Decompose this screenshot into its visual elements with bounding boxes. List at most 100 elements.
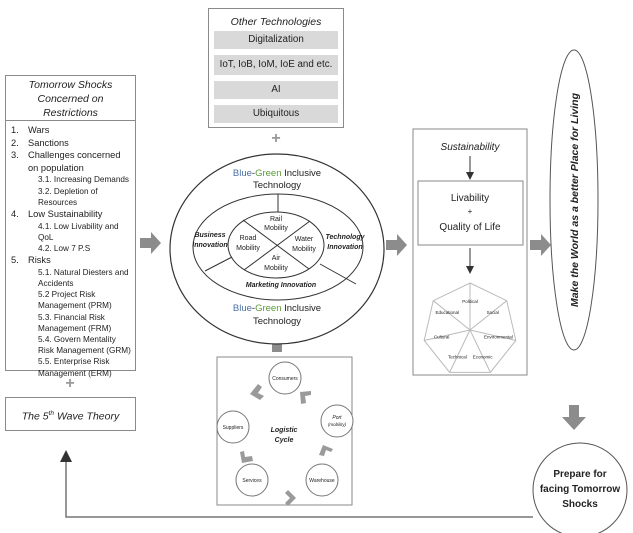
fifth-wave-text: The 5	[21, 410, 49, 423]
prepare-label-3: Shocks	[562, 499, 598, 510]
quality-of-life-label: Quality of Life	[439, 222, 501, 233]
shock-subitem: 5.4. Govern Mentality Risk Management (G…	[38, 335, 131, 356]
rail-mobility-label: Rail	[270, 216, 283, 223]
node-warehouse	[305, 463, 339, 497]
outer-ellipse	[169, 153, 385, 345]
consumers-label: Consumers	[272, 376, 298, 382]
dimension-label: Environmental	[484, 334, 513, 339]
dimension-label: Political	[462, 299, 478, 304]
dimension-label: Technical	[448, 354, 467, 359]
shock-subitem: 3.2. Depletion of Resources	[38, 186, 98, 207]
dimension-label: Educational	[435, 310, 459, 315]
node-suppliers	[216, 410, 250, 444]
item-number: 2.	[11, 137, 19, 148]
logistic-cycle: Consumers Port (mobility) Warehouse Serv…	[216, 356, 354, 506]
node-consumers	[268, 361, 302, 395]
port-label: Port	[332, 415, 342, 421]
right-arrow-icon	[140, 232, 161, 254]
shock-subitem: 5.2 Project Risk Management (PRM)	[38, 290, 112, 311]
technology-innovation-label-2: Innovation	[327, 244, 362, 251]
sustainability-panel: Sustainability Livability + Quality of L…	[412, 128, 528, 376]
goal-ellipse	[549, 49, 599, 351]
prepare-circle	[532, 442, 628, 533]
fifth-wave-text-2: Wave Theory	[54, 410, 120, 423]
livability-box	[417, 180, 524, 246]
technology-innovation-label: Technology	[325, 234, 365, 241]
blue-green-label-bottom: Blue-Green Inclusive	[233, 303, 321, 314]
heptagon-spoke	[449, 329, 471, 373]
heptagon-spoke	[432, 300, 471, 331]
sustainability-title: Sustainability	[441, 142, 501, 153]
logistic-cycle-title-2: Cycle	[275, 437, 294, 444]
services-label: Services	[242, 478, 262, 484]
shock-subitem: 5.1. Natural Diesters and Accidents	[38, 267, 129, 288]
item-number: 3.	[11, 150, 19, 161]
node-port	[320, 404, 354, 438]
blue-green-technology-diagram: Blue-Green Inclusive Technology Blue-Gre…	[169, 153, 385, 345]
shock-subitem: 4.1. Low Livability and QoL	[38, 221, 119, 242]
feedback-arrow	[60, 450, 533, 518]
heptagon-spoke	[424, 329, 471, 341]
shock-item: 5. Risks	[11, 254, 132, 267]
suppliers-label: Suppliers	[223, 425, 244, 431]
shock-item: 3.Challenges concerned on population	[11, 149, 132, 174]
right-arrow-icon	[386, 234, 407, 256]
water-mobility-label: Water	[295, 236, 314, 243]
shock-subitem: 3.1. Increasing Demands	[38, 175, 130, 185]
other-technologies-box: Other Technologies Digitalization IoT, I…	[208, 8, 344, 128]
dimension-label: Cultural	[434, 334, 450, 339]
blue-green-label-top: Blue-Green Inclusive	[233, 168, 321, 179]
title-line: Tomorrow Shocks	[28, 79, 113, 91]
water-mobility-label-2: Mobility	[292, 246, 316, 253]
logistic-cycle-title: Logistic	[271, 427, 298, 434]
rail-mobility-label-2: Mobility	[264, 225, 288, 232]
item-label: Wars	[28, 125, 50, 135]
business-innovation-label: Business	[194, 232, 225, 239]
node-services	[235, 463, 269, 497]
tech-item: Ubiquitous	[214, 105, 338, 123]
tech-item: AI	[214, 81, 338, 99]
right-arrow-icon	[530, 234, 551, 256]
shock-subitem: 5.3. Financial Risk Management (FRM)	[38, 312, 112, 333]
item-number: 5.	[11, 255, 19, 266]
air-mobility-label-2: Mobility	[264, 265, 288, 272]
cycle-chevrons	[240, 384, 333, 506]
dimension-label: Social	[487, 310, 499, 315]
tomorrow-shocks-title: Tomorrow Shocks Concerned on Restriction…	[5, 75, 136, 121]
marketing-innovation-label: Marketing Innovation	[246, 282, 316, 289]
down-arrow-icon	[562, 405, 586, 430]
dimension-label: Economic	[473, 354, 494, 359]
air-mobility-label: Air	[272, 255, 281, 262]
item-label: Risks	[28, 255, 51, 266]
item-label: Sanctions	[28, 137, 69, 148]
shock-subitem: 4.2. Low 7 P.S	[38, 243, 91, 253]
item-label: Low Sustainability	[28, 208, 103, 219]
warehouse-label: Warehouse	[309, 478, 335, 484]
shock-item: 1. Wars	[11, 124, 132, 137]
road-mobility-label: Road	[240, 235, 257, 242]
tech-item: Digitalization	[214, 31, 338, 49]
fifth-wave-theory-box: The 5th Wave Theory	[5, 397, 136, 431]
prepare-label: Prepare for	[553, 469, 606, 480]
tech-item: IoT, IoB, IoM, IoE and etc.	[214, 55, 338, 75]
plus-icon: +	[271, 130, 280, 147]
title-line: Concerned on	[37, 93, 104, 105]
livability-label: Livability	[451, 193, 489, 204]
shock-item: 4. Low Sustainability	[11, 208, 132, 221]
blue-green-label-top-line2: Technology	[253, 180, 301, 191]
mobility-ellipse	[227, 211, 325, 279]
port-label-2: (mobility)	[328, 422, 347, 427]
blue-green-label-bottom-line2: Technology	[253, 316, 301, 327]
item-number: 4.	[11, 208, 19, 219]
shock-subitem: 5.5. Enterprise Risk Management (ERM)	[38, 357, 112, 378]
heptagon-spoke	[469, 329, 516, 341]
item-number: 1.	[11, 125, 19, 135]
fifth-wave-sup: th	[48, 410, 55, 417]
goal-label: Make the World as a better Place for Liv…	[569, 92, 581, 307]
heptagon-spoke	[469, 329, 491, 373]
shock-item: 2. Sanctions	[11, 137, 132, 150]
business-innovation-label-2: Innovation	[192, 242, 227, 249]
road-mobility-label-2: Mobility	[236, 245, 260, 252]
